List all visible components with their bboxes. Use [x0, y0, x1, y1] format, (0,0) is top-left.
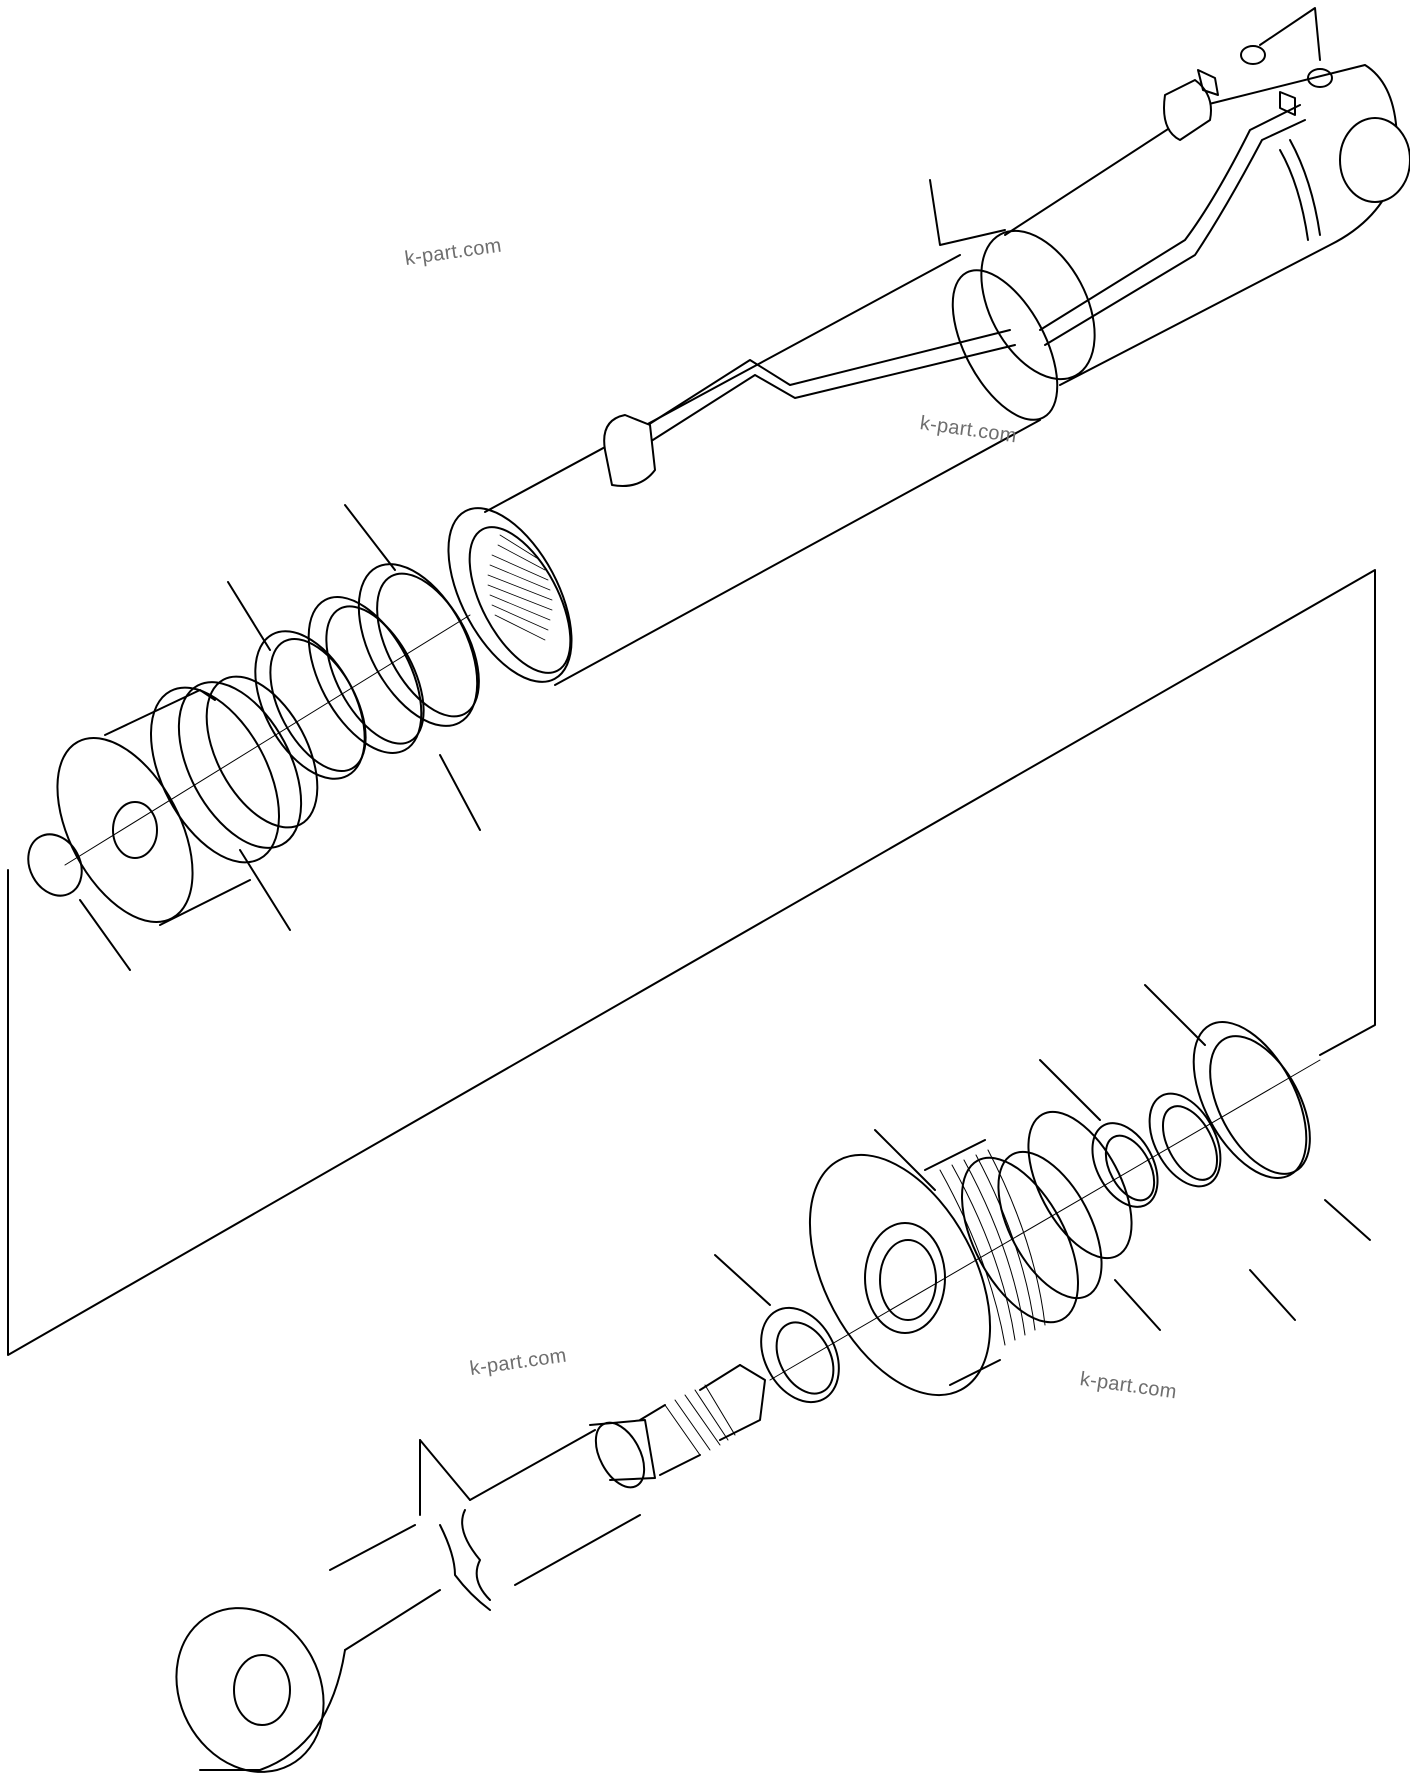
- seal-ring-3: [357, 563, 479, 727]
- gland-seal: [1148, 1092, 1222, 1188]
- piston-seals: [254, 563, 480, 780]
- seal-ring-2: [307, 596, 423, 754]
- pipe-end-fitting: [1163, 79, 1212, 141]
- gland-o-ring: [1027, 1110, 1133, 1260]
- gland-bushing: [1091, 1122, 1159, 1208]
- rod-eye: [175, 1607, 325, 1773]
- piston: [56, 675, 319, 926]
- o-ring-small-a: [1240, 45, 1266, 65]
- leader-lines-lower: [714, 984, 1371, 1331]
- leader-top-right: [1259, 7, 1321, 61]
- leader-lines-upper: [79, 504, 481, 971]
- hydraulic-pipe: [603, 69, 1306, 487]
- rod-eye-hole: [233, 1654, 291, 1726]
- gland-seals: [760, 1021, 1311, 1404]
- cylinder-tube: [447, 64, 1410, 686]
- pipe-elbow-fitting: [603, 414, 656, 487]
- wiper-seal: [760, 1306, 840, 1404]
- rod-gland: [808, 1139, 1103, 1397]
- assembly-lines: [7, 569, 1376, 1356]
- o-ring-piston: [27, 833, 83, 897]
- axis-upper: [64, 614, 471, 866]
- piston-bore: [112, 801, 158, 859]
- tube-thread-lines: [487, 534, 553, 641]
- gland-backup-ring: [1192, 1021, 1308, 1179]
- axis-lower: [769, 1059, 1321, 1381]
- piston-rod: [175, 1364, 766, 1773]
- o-ring-small-b: [1307, 68, 1333, 88]
- mounting-eye-hole: [1339, 117, 1410, 203]
- rod-thread-lines: [664, 1384, 736, 1456]
